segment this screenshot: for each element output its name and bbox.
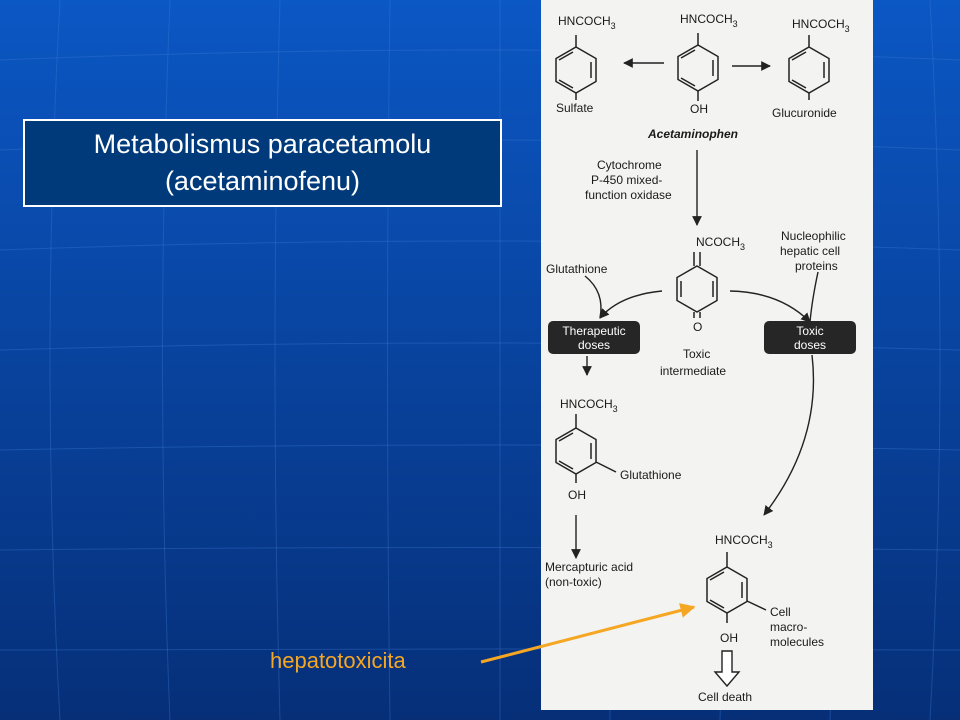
sulfate-label: Sulfate xyxy=(556,101,594,115)
conjugate-group: HNCOCH3 xyxy=(560,397,618,414)
slide-title-box: Metabolismus paracetamolu (acetaminofenu… xyxy=(23,119,502,207)
acetaminophen-label: Acetaminophen xyxy=(647,127,738,141)
conjugate-substituent: Glutathione xyxy=(620,468,682,482)
acetaminophen-oh: OH xyxy=(690,102,708,116)
enzyme-line1: Cytochrome xyxy=(597,158,662,172)
enzyme-line3: function oxidase xyxy=(585,188,672,202)
intermediate-label1: Toxic xyxy=(683,347,710,361)
therapeutic-doses-line2: doses xyxy=(578,338,610,352)
glucuronide-label: Glucuronide xyxy=(772,106,837,120)
adduct-oh: OH xyxy=(720,631,738,645)
enzyme-line2: P-450 mixed- xyxy=(591,173,662,187)
therapeutic-doses-box xyxy=(548,321,640,354)
acetaminophen-group: HNCOCH3 xyxy=(680,12,738,29)
intermediate-oxygen: O xyxy=(693,320,702,334)
ring-cell-adduct xyxy=(706,552,767,623)
adduct-line3: molecules xyxy=(770,635,824,649)
ring-glucuronide xyxy=(788,35,830,100)
toxic-doses-line2: doses xyxy=(794,338,826,352)
metabolism-diagram-svg: HNCOCH3 Sulfate HNCOCH3 OH Acetaminophen… xyxy=(545,12,856,704)
sulfate-group: HNCOCH3 xyxy=(558,14,616,31)
arrow-toxic-branch xyxy=(729,290,811,323)
protein-line3: proteins xyxy=(795,259,838,273)
mercapturic-line2: (non-toxic) xyxy=(545,575,602,589)
glucuronide-group: HNCOCH3 xyxy=(792,17,850,34)
arrow-to-adduct xyxy=(763,354,815,516)
toxic-doses-line1: Toxic xyxy=(796,324,823,338)
ring-toxic-intermediate xyxy=(676,252,718,318)
adduct-group: HNCOCH3 xyxy=(715,533,773,550)
glutathione-source-label: Glutathione xyxy=(546,262,608,276)
arrow-protein-source xyxy=(809,271,819,323)
arrow-glutathione-source xyxy=(584,275,602,319)
adduct-line1: Cell xyxy=(770,605,791,619)
arrow-to-cell-death xyxy=(713,650,741,688)
slide-title-line2: (acetaminofenu) xyxy=(164,166,361,196)
ring-sulfate xyxy=(555,35,597,100)
slide-title-line1: Metabolismus paracetamolu xyxy=(93,129,432,159)
adduct-line2: macro- xyxy=(770,620,807,634)
hepatotoxicity-annotation: hepatotoxicita xyxy=(270,648,406,673)
protein-line1: Nucleophilic xyxy=(781,229,846,243)
metabolism-diagram: HNCOCH3 Sulfate HNCOCH3 OH Acetaminophen… xyxy=(541,0,873,710)
toxic-doses-box xyxy=(764,321,856,354)
mercapturic-line1: Mercapturic acid xyxy=(545,560,633,574)
protein-line2: hepatic cell xyxy=(780,244,840,258)
intermediate-label2: intermediate xyxy=(660,364,726,378)
therapeutic-doses-line1: Therapeutic xyxy=(562,324,625,338)
arrow-glutathione-branch xyxy=(599,290,663,319)
ring-glutathione-conjugate xyxy=(555,414,617,483)
conjugate-oh: OH xyxy=(568,488,586,502)
cell-death-label: Cell death xyxy=(698,690,752,704)
ring-acetaminophen xyxy=(677,33,719,101)
intermediate-group: NCOCH3 xyxy=(696,235,745,252)
